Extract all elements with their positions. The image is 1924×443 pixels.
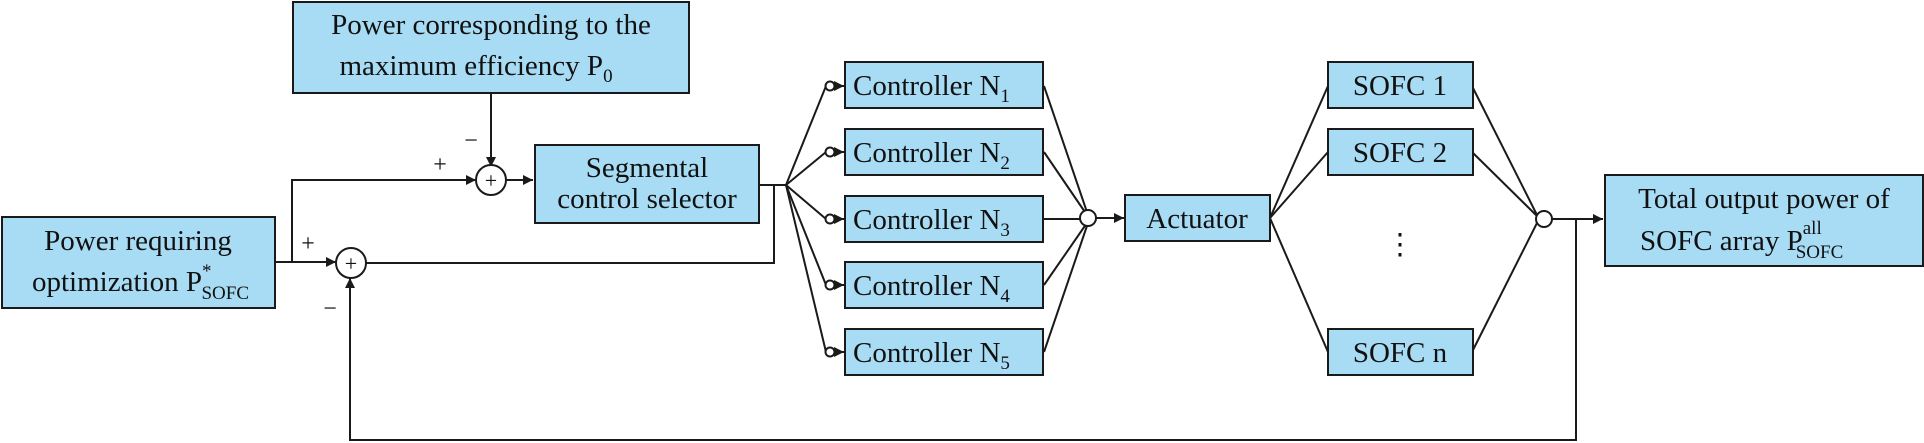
p0-line1: Power corresponding to the (331, 9, 651, 41)
svg-text:maximum efficiency P0: maximum efficiency P0 (339, 50, 612, 87)
sofc-block-1: SOFC 1 (1327, 61, 1474, 109)
controller-block-1: Controller N1 (844, 61, 1044, 109)
sofc-block-n: SOFC n (1327, 328, 1474, 376)
svg-text:optimization P*SOFC: optimization P*SOFC (32, 261, 249, 304)
input-block: Power requiring optimization P*SOFC (1, 216, 276, 309)
svg-text:Controller N4: Controller N4 (853, 270, 1010, 307)
output-subscript: SOFC (1796, 242, 1844, 263)
sum-bottom-minus-sign: − (323, 296, 337, 322)
connection-lines (276, 76, 1603, 441)
svg-text:Controller N1: Controller N1 (853, 70, 1010, 107)
svg-text:Controller N3: Controller N3 (853, 204, 1010, 241)
output-line1: Total output power of (1638, 183, 1890, 215)
sum-bottom-plus-sign: + (301, 231, 315, 257)
input-superscript: * (202, 261, 212, 282)
input-subscript: SOFC (201, 283, 249, 304)
input-line2: optimization P (32, 266, 202, 298)
controllers: Controller N1 Controller N2 Controller N… (844, 61, 1044, 376)
p0-subscript: 0 (603, 66, 613, 87)
controller-block-3: Controller N3 (844, 195, 1044, 243)
switch-contacts (824, 80, 836, 358)
actuator-label: Actuator (1146, 203, 1248, 235)
svg-text:Controller N2: Controller N2 (853, 137, 1010, 174)
input-line1: Power requiring (44, 225, 232, 257)
output-superscript: all (1803, 218, 1822, 239)
actuator-block: Actuator (1124, 194, 1271, 242)
svg-text:Controller N5: Controller N5 (853, 337, 1010, 374)
svg-text:SOFC 1: SOFC 1 (1353, 70, 1447, 102)
sofc-ellipsis: ⋮ (1386, 229, 1415, 261)
svg-text:+: + (485, 168, 497, 193)
summing-junction-bottom: + + − (301, 231, 367, 322)
p0-block: Power corresponding to the maximum effic… (292, 1, 690, 94)
sofc-blocks: SOFC 1 SOFC 2 ⋮ SOFC n (1327, 61, 1474, 376)
controller-block-2: Controller N2 (844, 128, 1044, 176)
controller-block-4: Controller N4 (844, 261, 1044, 309)
sofc-block-2: SOFC 2 (1327, 128, 1474, 176)
selector-line1: Segmental (586, 152, 708, 184)
p0-line2: maximum efficiency P (339, 50, 603, 82)
segmental-control-selector: Segmental control selector (534, 144, 760, 224)
controller-output-junction (1079, 209, 1097, 227)
selector-line2: control selector (557, 183, 737, 215)
sum-top-plus-sign: + (433, 152, 447, 178)
sofc-output-junction (1535, 210, 1553, 228)
svg-text:+: + (345, 251, 357, 276)
output-line2: SOFC array P (1640, 225, 1803, 257)
svg-text:SOFC n: SOFC n (1353, 337, 1448, 369)
svg-text:SOFC 2: SOFC 2 (1353, 137, 1447, 169)
sum-top-minus-sign: − (464, 128, 478, 154)
summing-junction-top: + + − (433, 128, 507, 196)
controller-block-5: Controller N5 (844, 328, 1044, 376)
